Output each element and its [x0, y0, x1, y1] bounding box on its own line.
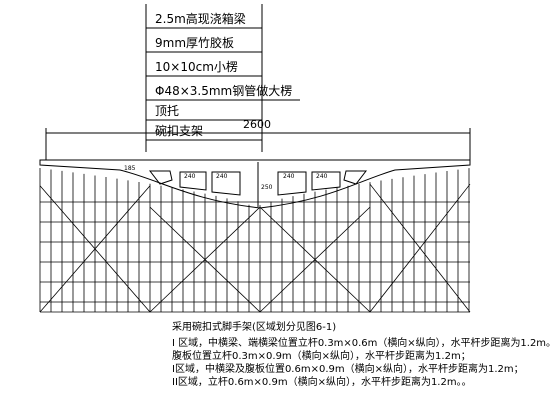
callout-labels: 2.5m高现浇箱梁 9mm厚竹胶板 10×10cm小楞 Φ48×3.5mm钢管做… [155, 11, 292, 138]
callout-label-box-girder: 2.5m高现浇箱梁 [155, 11, 246, 26]
girder-cell [211, 171, 241, 196]
girder-cell [277, 171, 307, 196]
callout-label-jack: 顶托 [155, 104, 179, 118]
cell-dimension-label: 185 [124, 165, 136, 172]
notes-heading: 采用碗扣式脚手架(区域划分见图6-1) [172, 320, 336, 333]
cell-dimension-label: 240 [316, 173, 328, 180]
cell-dimension-label: 240 [184, 173, 196, 180]
callout-label-steel-pipe-joist: Φ48×3.5mm钢管做大楞 [155, 83, 292, 98]
span-dimension [45, 128, 471, 160]
box-girder-outline [39, 159, 471, 209]
girder-cell [311, 171, 341, 191]
girder-cell [343, 170, 368, 185]
girder-cell [179, 171, 207, 191]
scaffold-diagonal-brace [259, 206, 371, 313]
notes-line: I 区域，中横梁、端横梁位置立杆0.3m×0.6m（横向×纵向），水平杆步距离为… [172, 336, 556, 349]
cell-dimension-label: 240 [216, 173, 228, 180]
span-dimension-label: 2600 [243, 118, 271, 131]
callout-label-support-frame: 碗扣支架 [155, 123, 203, 138]
scaffold-diagonal-brace [149, 206, 261, 313]
callout-label-small-joist: 10×10cm小楞 [155, 59, 238, 74]
scaffold-frame [39, 168, 471, 313]
cell-dimension-labels: 185 240 240 240 240 [124, 165, 328, 180]
girder-cell [148, 170, 173, 185]
notes-line: 腹板位置立杆0.3m×0.9m（横向×纵向），水平杆步距离为1.2m； [172, 349, 471, 362]
callout-table [145, 4, 300, 152]
scaffold-diagonal-brace [39, 185, 151, 313]
construction-notes: 采用碗扣式脚手架(区域划分见图6-1) I 区域，中横梁、端横梁位置立杆0.3m… [172, 320, 556, 388]
notes-line: I区域，中横梁及腹板位置0.6m×0.9m（横向×纵向），水平杆步距离为1.2m… [172, 362, 524, 375]
callout-label-formwork: 9mm厚竹胶板 [155, 35, 234, 50]
box-girder-section [39, 159, 471, 209]
scaffold-diagonal-brace [369, 183, 471, 313]
depth-dimension-label: 250 [261, 184, 273, 191]
cell-dimension-label: 240 [283, 173, 295, 180]
notes-line: II区域，立杆0.6m×0.9m（横向×纵向），水平杆步距离为1.2m。。 [172, 375, 472, 388]
